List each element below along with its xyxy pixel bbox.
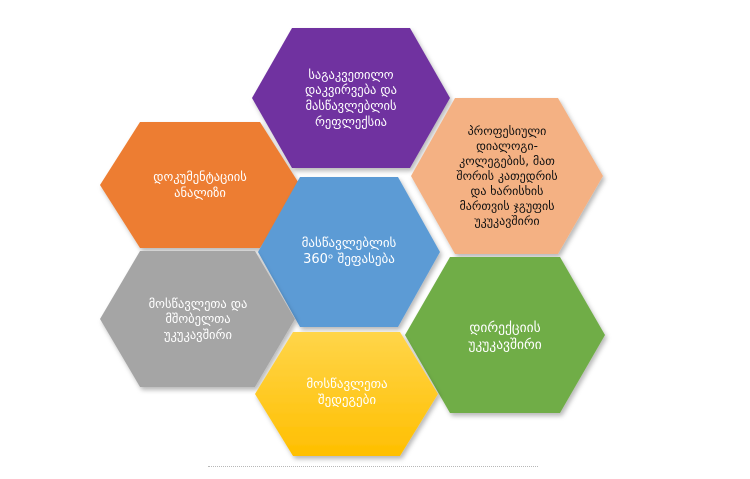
hexagon-upper-right-label: პროფესიული დიალოგი- კოლეგების, მათ შორის… bbox=[456, 123, 558, 228]
hexagon-lower-left-label: მოსწავლეთა და მშობელთა უკუკავშირი bbox=[148, 295, 248, 342]
hexagon-lower-right bbox=[405, 257, 605, 413]
hexagon-center bbox=[258, 177, 440, 327]
hexagon-bottom bbox=[255, 332, 438, 456]
hexagon-upper-right bbox=[411, 98, 603, 254]
hexagon-center-label: მასწავლებლის 360ᵒ შეფასება bbox=[301, 235, 397, 267]
hexagon-lower-left bbox=[100, 251, 295, 387]
hexagon-top bbox=[252, 28, 450, 168]
footer-divider bbox=[208, 466, 538, 467]
hexagon-lower-right-label: დირექციის უკუკავშირი bbox=[468, 320, 542, 353]
hexagon-upper-left bbox=[100, 122, 300, 248]
hexagon-bottom-label: მოსწავლეთა შედეგები bbox=[306, 376, 388, 408]
hexagon-upper-left-label: დოკუმენტაციის ანალიზი bbox=[153, 169, 247, 200]
hexagon-top-label: საგაკვეთილო დაკვირვება და მასწავლებლის რ… bbox=[305, 66, 397, 129]
